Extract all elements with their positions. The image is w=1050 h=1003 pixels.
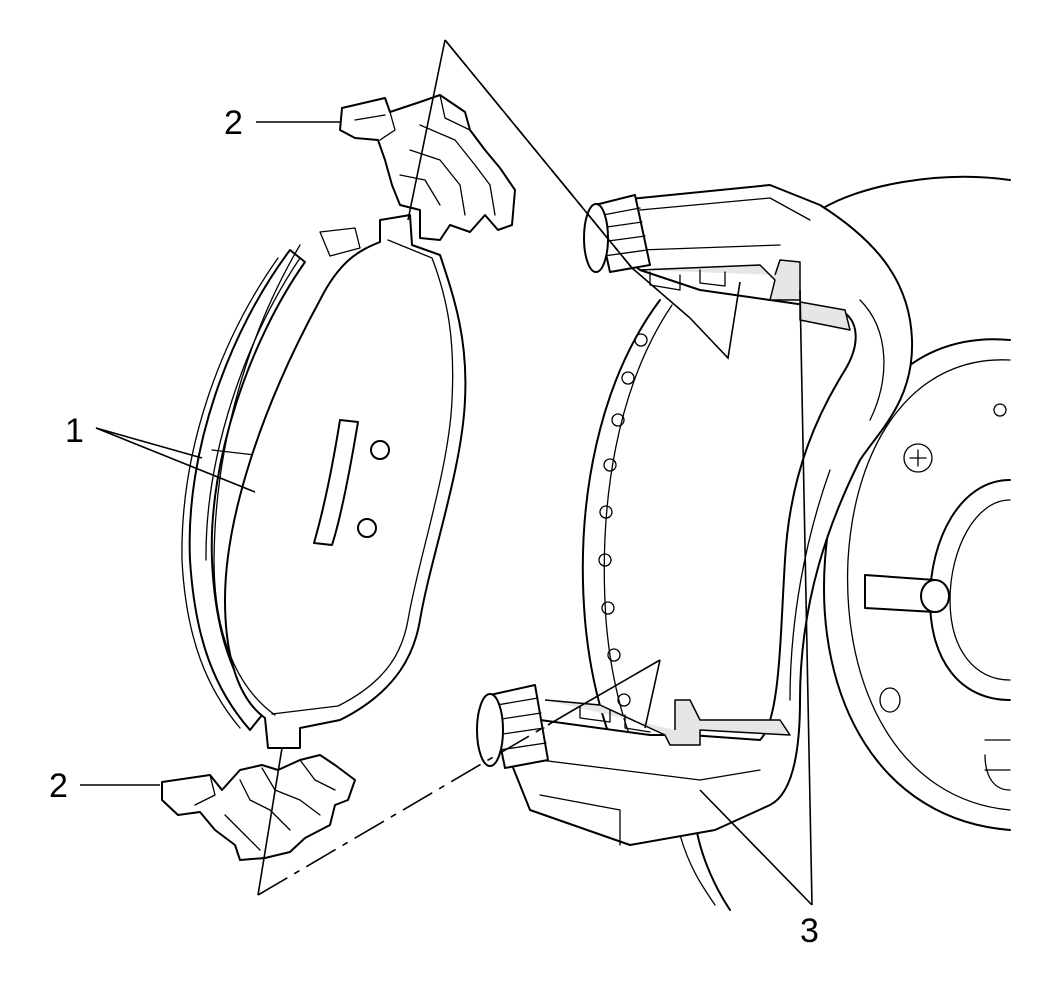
brake-pad [181, 214, 467, 749]
abutment-top [639, 259, 851, 331]
pad-clip-bottom [161, 754, 356, 861]
wheel-stud [864, 574, 950, 613]
callout-2-top: 2 [224, 104, 243, 142]
brake-rotor [581, 175, 1011, 911]
abutment-bottom [544, 699, 791, 746]
rotor-vent-holes [598, 333, 648, 707]
rotor-screw-icon [903, 443, 933, 473]
guide-pin-boot-top [583, 194, 651, 273]
callout-2-bottom: 2 [49, 767, 68, 805]
guide-pin-boot-bottom [476, 684, 549, 769]
callout-3: 3 [800, 912, 819, 950]
pad-clip-top [339, 94, 516, 241]
assembly-guide-lines [257, 39, 741, 896]
callout-1: 1 [65, 412, 84, 450]
callout-leaders [80, 121, 813, 906]
caliper-bracket [476, 184, 914, 846]
